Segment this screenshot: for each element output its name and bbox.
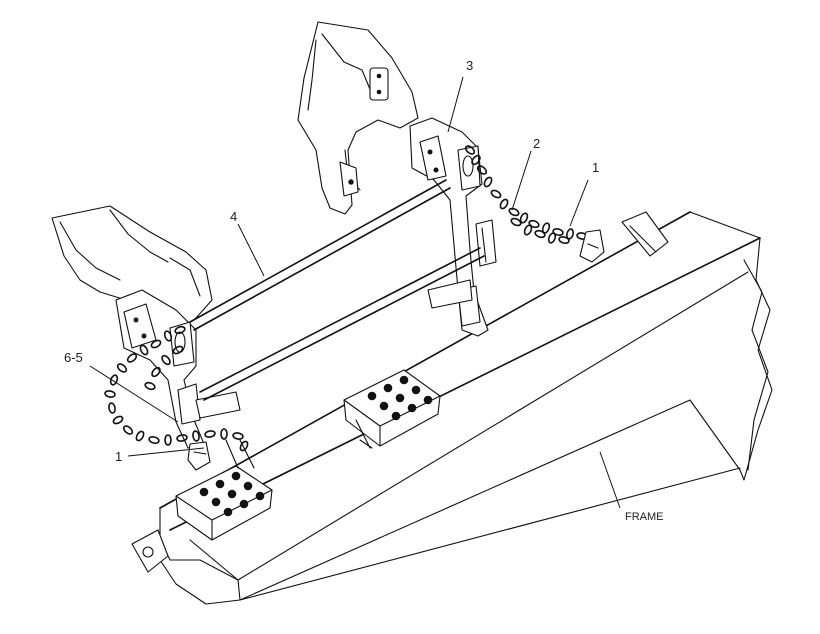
- leader-1-upper: [569, 179, 589, 227]
- machine-body-upper: [297, 21, 419, 215]
- leader-6-5: [89, 365, 179, 423]
- leader-1-lower: [127, 447, 205, 457]
- callout-1-upper: 1: [592, 160, 599, 175]
- rod-lower: [199, 247, 485, 401]
- callout-1-lower: 1: [115, 449, 122, 464]
- leader-lines: [89, 76, 621, 509]
- chain-lower: [104, 325, 249, 471]
- leader-frame: [599, 451, 621, 509]
- rod-upper: [189, 179, 451, 331]
- callout-4: 4: [230, 209, 237, 224]
- bracket-left: [115, 289, 241, 449]
- machine-body-left: [51, 205, 213, 333]
- step-plate-center: [343, 369, 441, 449]
- leader-2: [511, 150, 532, 211]
- bracket-right: [409, 117, 497, 337]
- callout-2: 2: [533, 136, 540, 151]
- callout-3: 3: [466, 58, 473, 73]
- step-supports: [225, 439, 373, 469]
- callout-6-5: 6-5: [64, 350, 83, 365]
- callout-frame: FRAME: [625, 511, 664, 523]
- leader-4: [237, 223, 265, 277]
- chain-upper: [464, 145, 605, 263]
- leader-3: [447, 76, 464, 133]
- frame-beam: [131, 211, 773, 605]
- step-plate-left: [175, 465, 273, 541]
